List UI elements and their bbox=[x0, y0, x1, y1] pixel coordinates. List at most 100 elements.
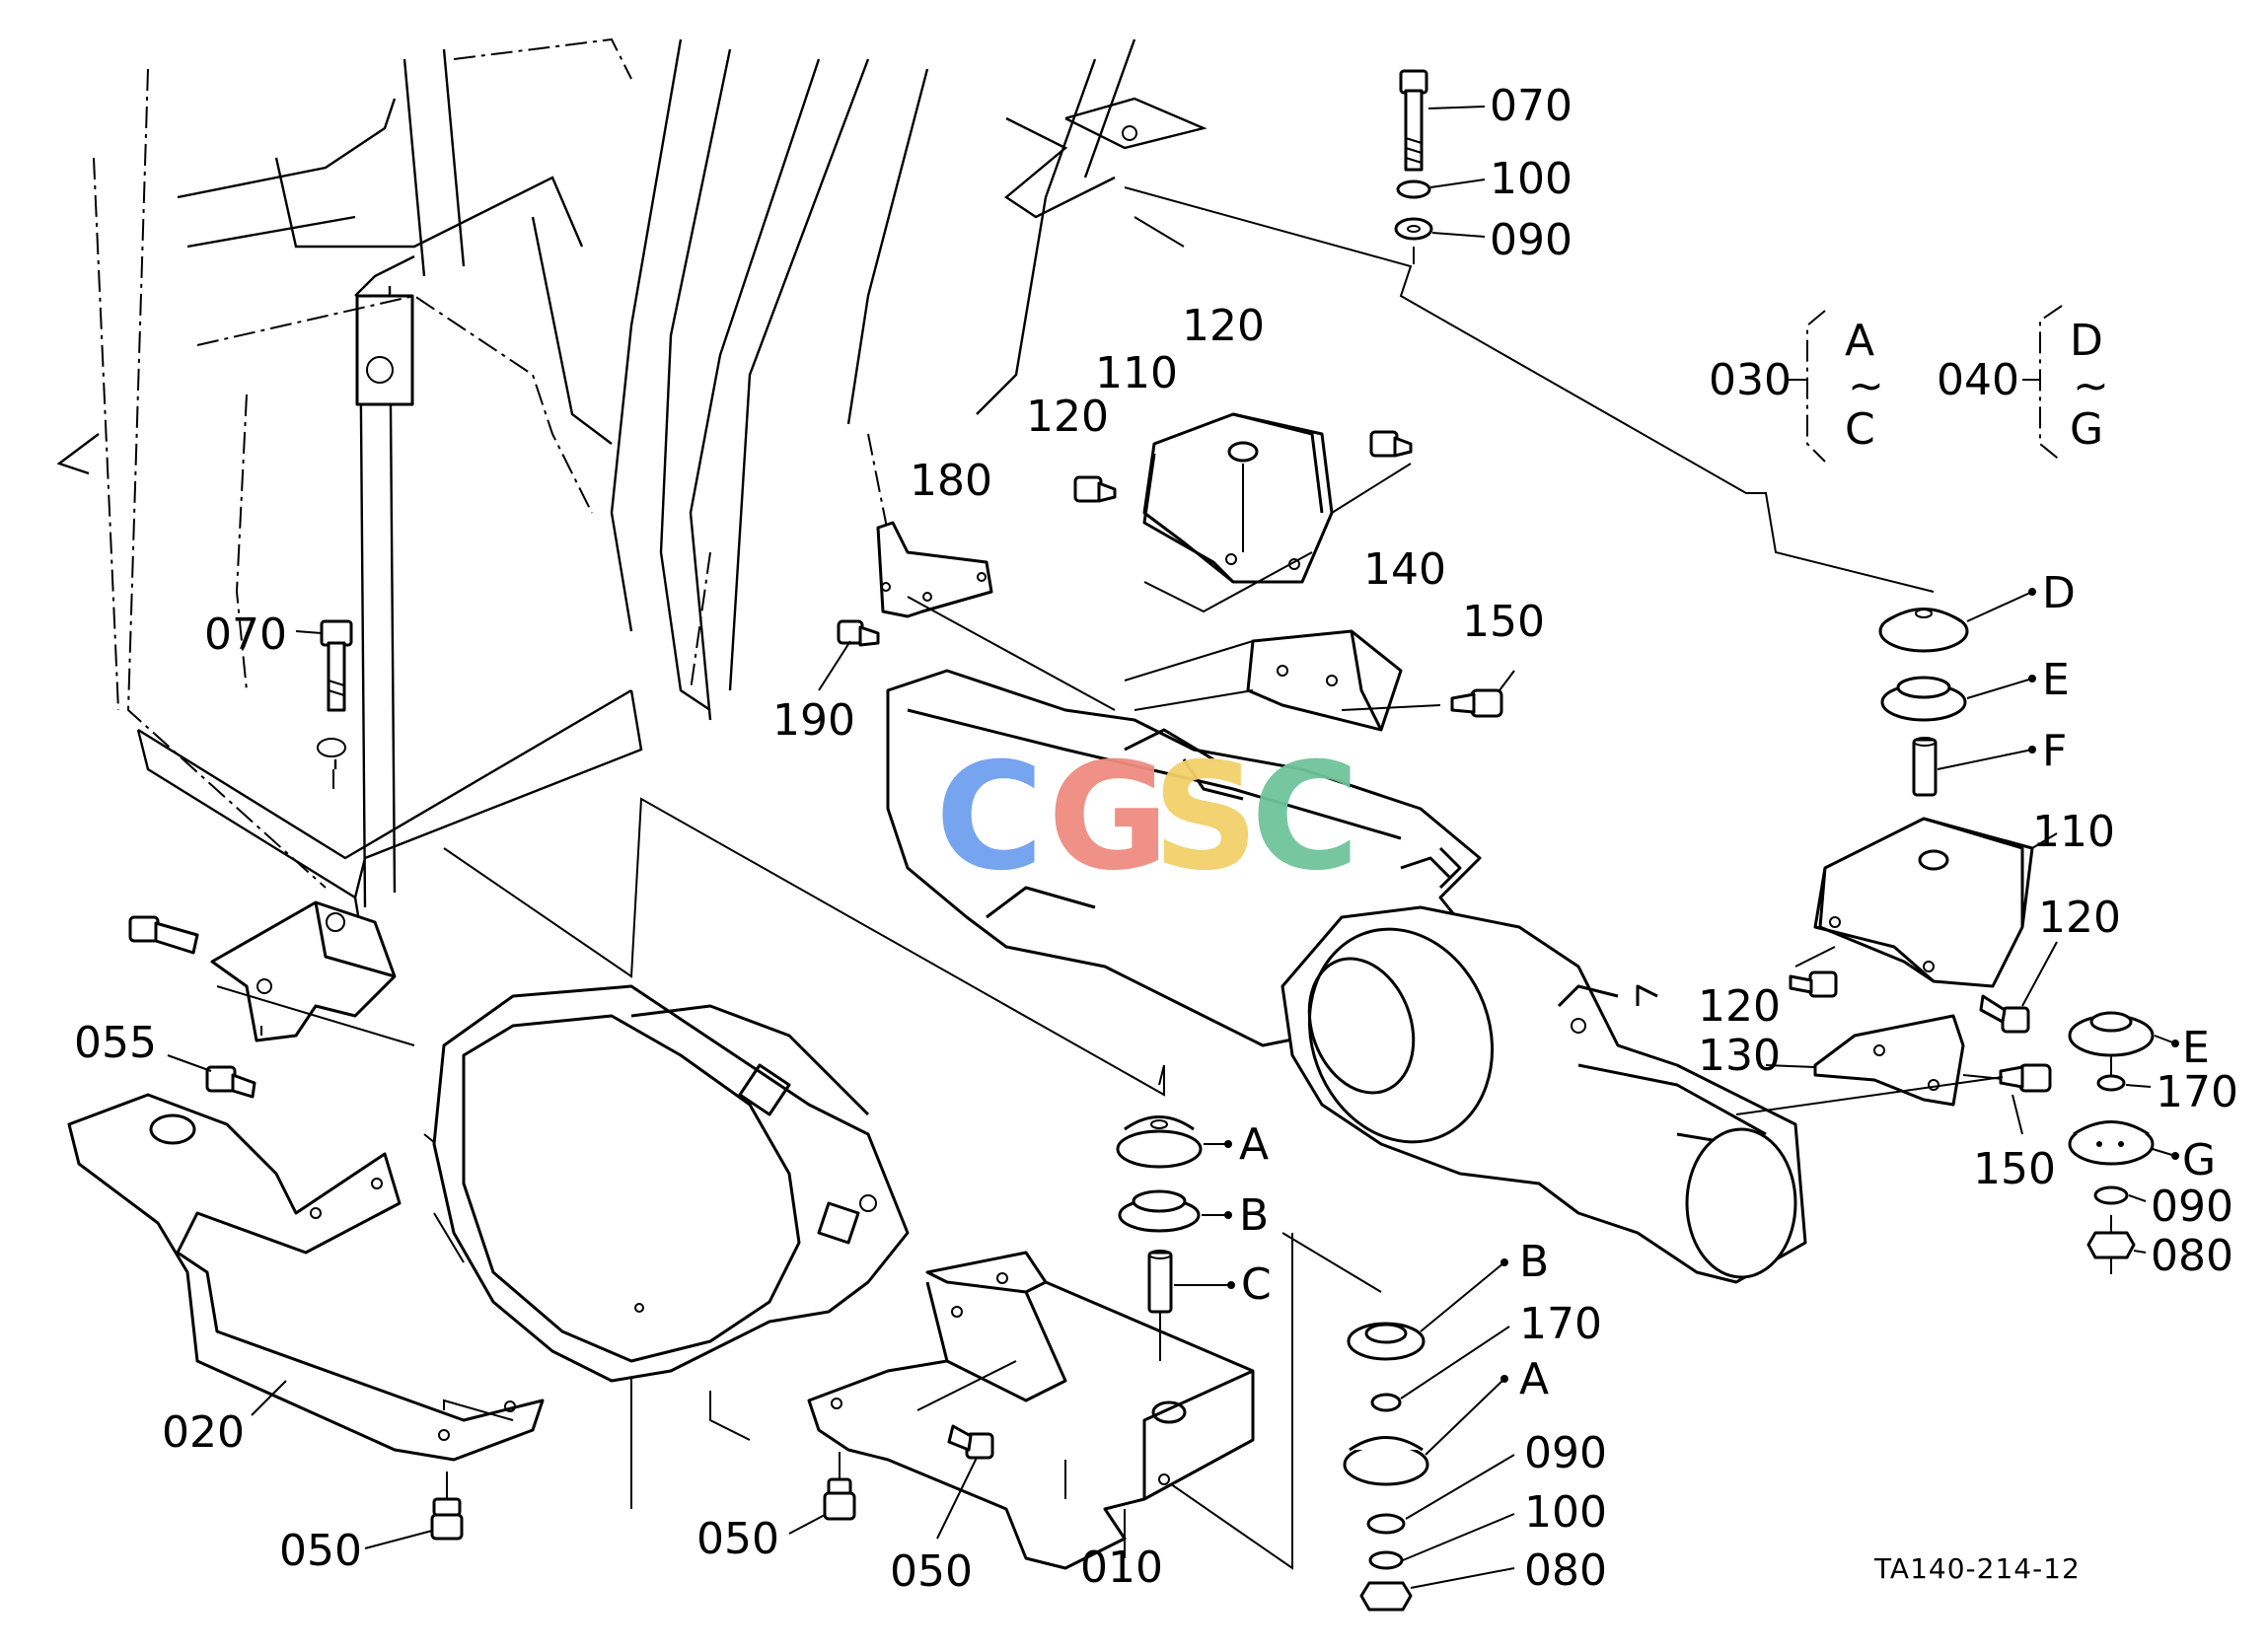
group-bracket-040 bbox=[2022, 305, 2063, 463]
washer-090-top bbox=[1394, 217, 1486, 241]
cushion-A-low bbox=[1343, 1375, 1508, 1486]
label-170-right: 170 bbox=[2156, 1067, 2238, 1117]
label-G: G bbox=[2182, 1135, 2216, 1185]
cushion-D bbox=[1878, 588, 2036, 653]
label-100-top: 100 bbox=[1490, 154, 1573, 204]
label-E-top: E bbox=[2042, 655, 2070, 705]
rear-axle-housing bbox=[1280, 905, 1807, 1284]
group-040-sep: ~ bbox=[2073, 361, 2109, 411]
label-A-mid: A bbox=[1239, 1119, 1269, 1170]
label-140: 140 bbox=[1363, 544, 1446, 595]
washer-170-right bbox=[2096, 1074, 2152, 1092]
group-030-code: 030 bbox=[1709, 355, 1792, 405]
label-070-top: 070 bbox=[1490, 81, 1573, 131]
bolt-070-left bbox=[295, 619, 353, 789]
cushion-E-right bbox=[2068, 1011, 2179, 1057]
hinge-bracket bbox=[355, 294, 414, 406]
label-020: 020 bbox=[162, 1407, 245, 1458]
label-110-b: 110 bbox=[2032, 807, 2115, 857]
group-040-code: 040 bbox=[1937, 355, 2019, 405]
label-D: D bbox=[2042, 568, 2076, 618]
bolt-120-d bbox=[1979, 941, 2058, 1034]
bolt-055 bbox=[167, 1054, 256, 1099]
collar-F bbox=[1912, 737, 2036, 797]
group-030-sep: ~ bbox=[1848, 361, 1884, 411]
label-090-low: 090 bbox=[1524, 1428, 1607, 1478]
label-055: 055 bbox=[74, 1018, 157, 1068]
label-070-left: 070 bbox=[204, 610, 287, 660]
nut-080-low bbox=[1359, 1567, 1515, 1612]
label-150-a: 150 bbox=[1462, 597, 1545, 647]
group-040-to: G bbox=[2070, 404, 2103, 455]
label-010: 010 bbox=[1080, 1543, 1163, 1593]
nut-080-right bbox=[2086, 1231, 2147, 1259]
washer-170-low bbox=[1370, 1326, 1510, 1412]
hinge-block-left bbox=[210, 900, 415, 1046]
bracket-110-upper bbox=[1142, 412, 1334, 584]
label-080-low: 080 bbox=[1524, 1545, 1607, 1596]
label-150-b: 150 bbox=[1973, 1144, 2056, 1194]
group-bracket-030 bbox=[1786, 310, 1826, 463]
watermark-letter-3: C bbox=[1251, 732, 1359, 903]
cushion-G bbox=[2068, 1120, 2179, 1166]
group-040-from: D bbox=[2070, 316, 2103, 366]
bolt-120-a bbox=[1073, 475, 1117, 503]
bolt-150-a bbox=[1450, 670, 1515, 718]
bracket-020 bbox=[67, 1093, 545, 1462]
cushion-B-mid bbox=[1118, 1189, 1232, 1233]
bracket-010 bbox=[807, 1251, 1255, 1570]
cab-frame bbox=[56, 37, 1207, 928]
cushion-E-top bbox=[1880, 675, 2036, 722]
cushion-A-mid bbox=[1116, 1115, 1232, 1169]
bolt-left-stack bbox=[128, 915, 199, 955]
washer-090-right bbox=[2093, 1185, 2147, 1205]
label-B-mid: B bbox=[1239, 1190, 1269, 1241]
label-090-top: 090 bbox=[1490, 215, 1573, 265]
clutch-housing bbox=[432, 984, 910, 1383]
callout-labels: 070 100 090 120 110 120 180 140 150 190 … bbox=[74, 81, 2238, 1597]
bracket-130 bbox=[1765, 1014, 2013, 1107]
bracket-110-lower bbox=[1813, 817, 2058, 988]
label-050-a: 050 bbox=[279, 1526, 362, 1576]
label-080-right: 080 bbox=[2151, 1231, 2233, 1281]
label-C-mid: C bbox=[1241, 1259, 1272, 1310]
label-050-c: 050 bbox=[890, 1546, 973, 1597]
label-120-a: 120 bbox=[1182, 301, 1265, 351]
washer-100-low bbox=[1368, 1513, 1515, 1570]
label-130: 130 bbox=[1698, 1031, 1781, 1081]
watermark-letter-1: G bbox=[1048, 732, 1169, 903]
label-110-a: 110 bbox=[1095, 348, 1178, 398]
collar-C-mid bbox=[1147, 1250, 1235, 1361]
washer-090-low bbox=[1366, 1454, 1515, 1535]
label-120-c: 120 bbox=[2038, 893, 2121, 943]
washer-100-top bbox=[1396, 179, 1486, 199]
bolt-120-b bbox=[1369, 430, 1413, 458]
watermark-letter-0: C bbox=[935, 732, 1044, 903]
reference-code: TA140-214-12 bbox=[1873, 1552, 2081, 1585]
bolt-120-c bbox=[1789, 946, 1838, 998]
bracket-140 bbox=[1124, 629, 1441, 732]
bolt-150-b bbox=[1735, 1063, 2052, 1135]
label-F: F bbox=[2042, 726, 2067, 776]
label-050-b: 050 bbox=[696, 1514, 779, 1564]
label-A-low: A bbox=[1519, 1354, 1549, 1404]
label-120-b: 120 bbox=[1026, 392, 1109, 442]
label-100-low: 100 bbox=[1524, 1487, 1607, 1538]
group-030-from: A bbox=[1845, 316, 1874, 366]
label-120-d: 120 bbox=[1698, 981, 1781, 1032]
label-170-low: 170 bbox=[1519, 1299, 1602, 1349]
label-B-low: B bbox=[1519, 1237, 1549, 1287]
watermark-letter-2: S bbox=[1152, 732, 1259, 903]
watermark-cgsc: C G S C bbox=[935, 732, 1359, 903]
bolt-050-a bbox=[364, 1472, 464, 1549]
label-180: 180 bbox=[910, 456, 992, 506]
bolt-190 bbox=[818, 619, 880, 691]
bolt-070-top bbox=[1399, 69, 1486, 172]
label-090-right: 090 bbox=[2151, 1182, 2233, 1232]
group-030-to: C bbox=[1845, 404, 1875, 455]
label-E-right: E bbox=[2182, 1023, 2210, 1073]
bolt-050-b bbox=[788, 1452, 856, 1535]
cushion-B-low bbox=[1347, 1258, 1508, 1361]
